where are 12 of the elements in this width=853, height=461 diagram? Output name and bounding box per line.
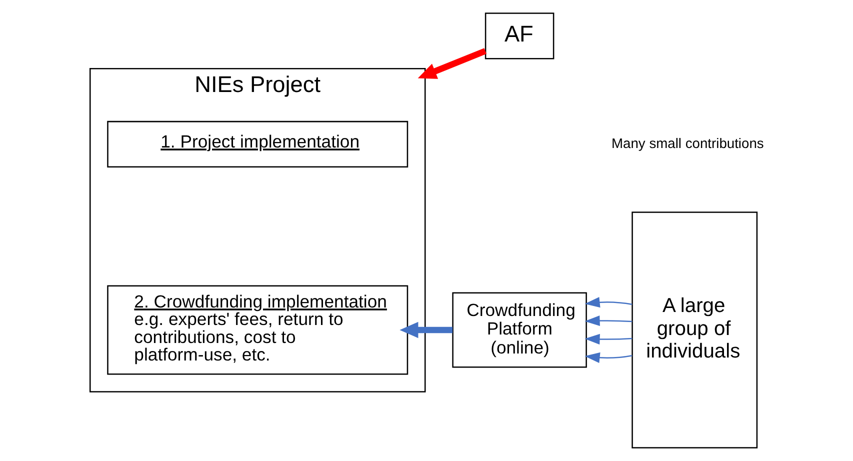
- arrow: [584, 334, 632, 345]
- arrow: [584, 297, 632, 308]
- label: Many small contributions: [611, 134, 764, 151]
- arrow: [584, 315, 632, 326]
- node-box: A large group of individuals: [631, 212, 758, 448]
- arrow: [584, 352, 632, 363]
- node-box: Crowdfunding Platform (online): [452, 292, 586, 368]
- arrow: [399, 322, 452, 338]
- node-box: 2. Crowdfunding implementation e.g. experts' fees, return to contributions, cost to platform-use, etc.: [106, 285, 408, 375]
- node-box: 1. Project implementation: [106, 120, 408, 168]
- node-box: AF: [484, 12, 554, 60]
- arrow: [417, 48, 486, 79]
